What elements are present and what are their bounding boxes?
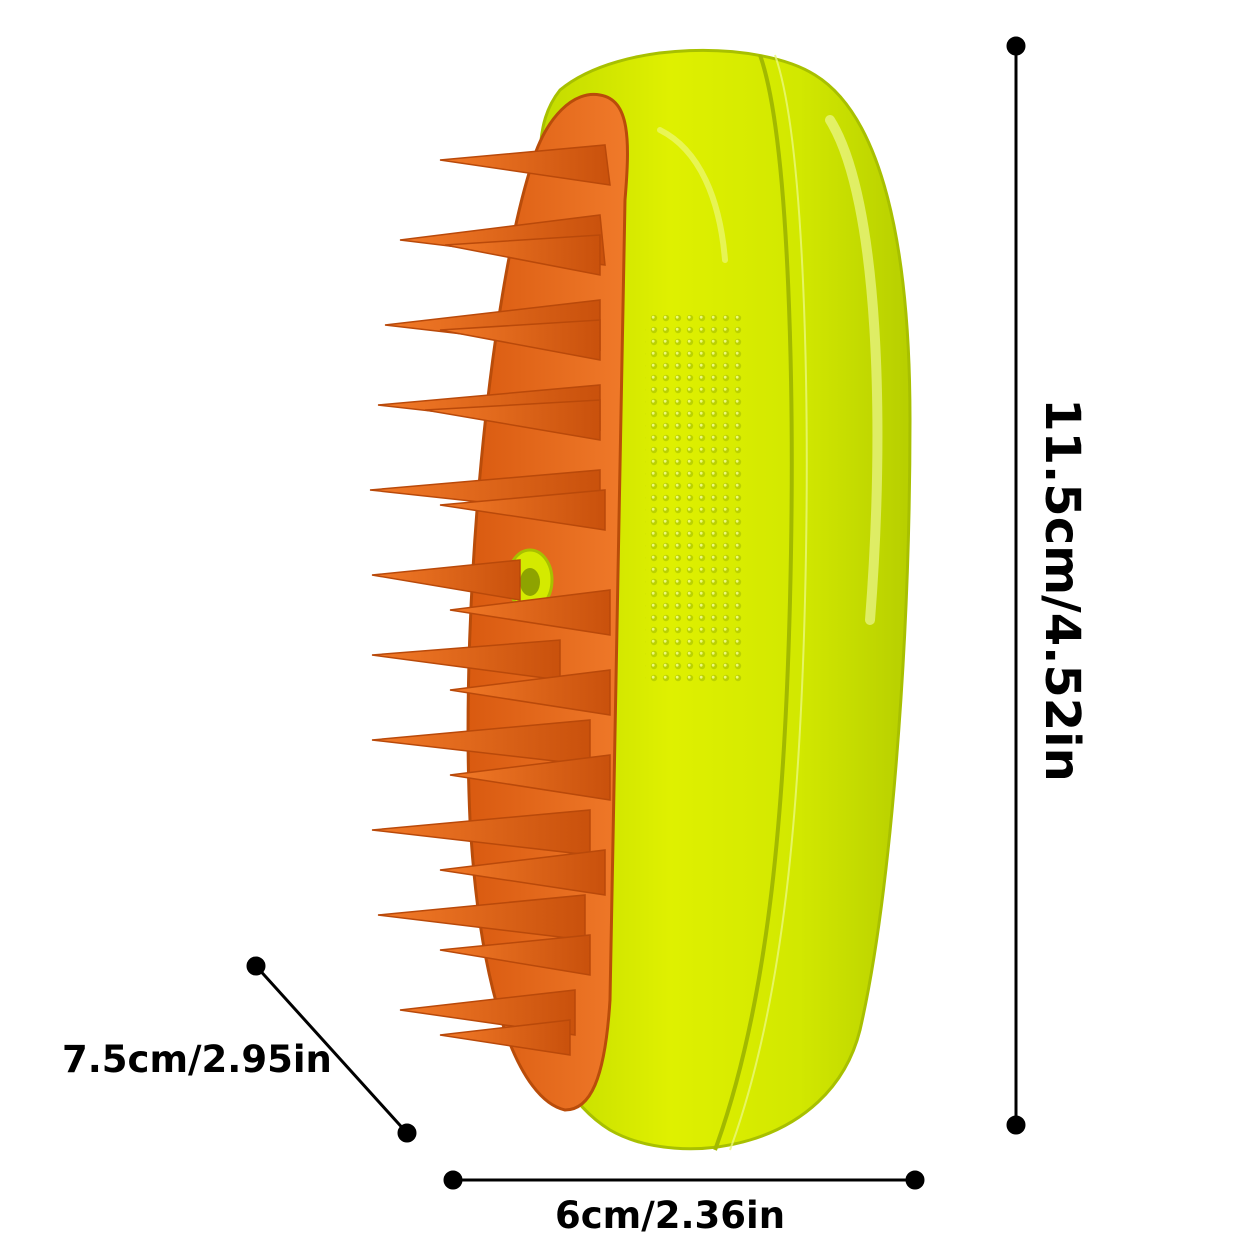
depth-endpoint-top: [246, 956, 266, 976]
width-label: 6cm/2.36in: [555, 1194, 786, 1237]
bristles: [369, 144, 611, 1056]
brush-shell: [538, 48, 912, 1151]
height-label: 11.5cm/4.52in: [1034, 398, 1090, 782]
grip-texture: [645, 315, 745, 685]
depth-label: 7.5cm/2.95in: [62, 1038, 332, 1081]
height-endpoint-bottom: [1006, 1115, 1026, 1135]
width-endpoint-left: [443, 1170, 463, 1190]
height-endpoint-top: [1006, 36, 1026, 56]
depth-dimension-line: [254, 964, 409, 1135]
width-endpoint-right: [905, 1170, 925, 1190]
dimension-lines: [246, 36, 1026, 1190]
depth-endpoint-bottom: [397, 1123, 417, 1143]
